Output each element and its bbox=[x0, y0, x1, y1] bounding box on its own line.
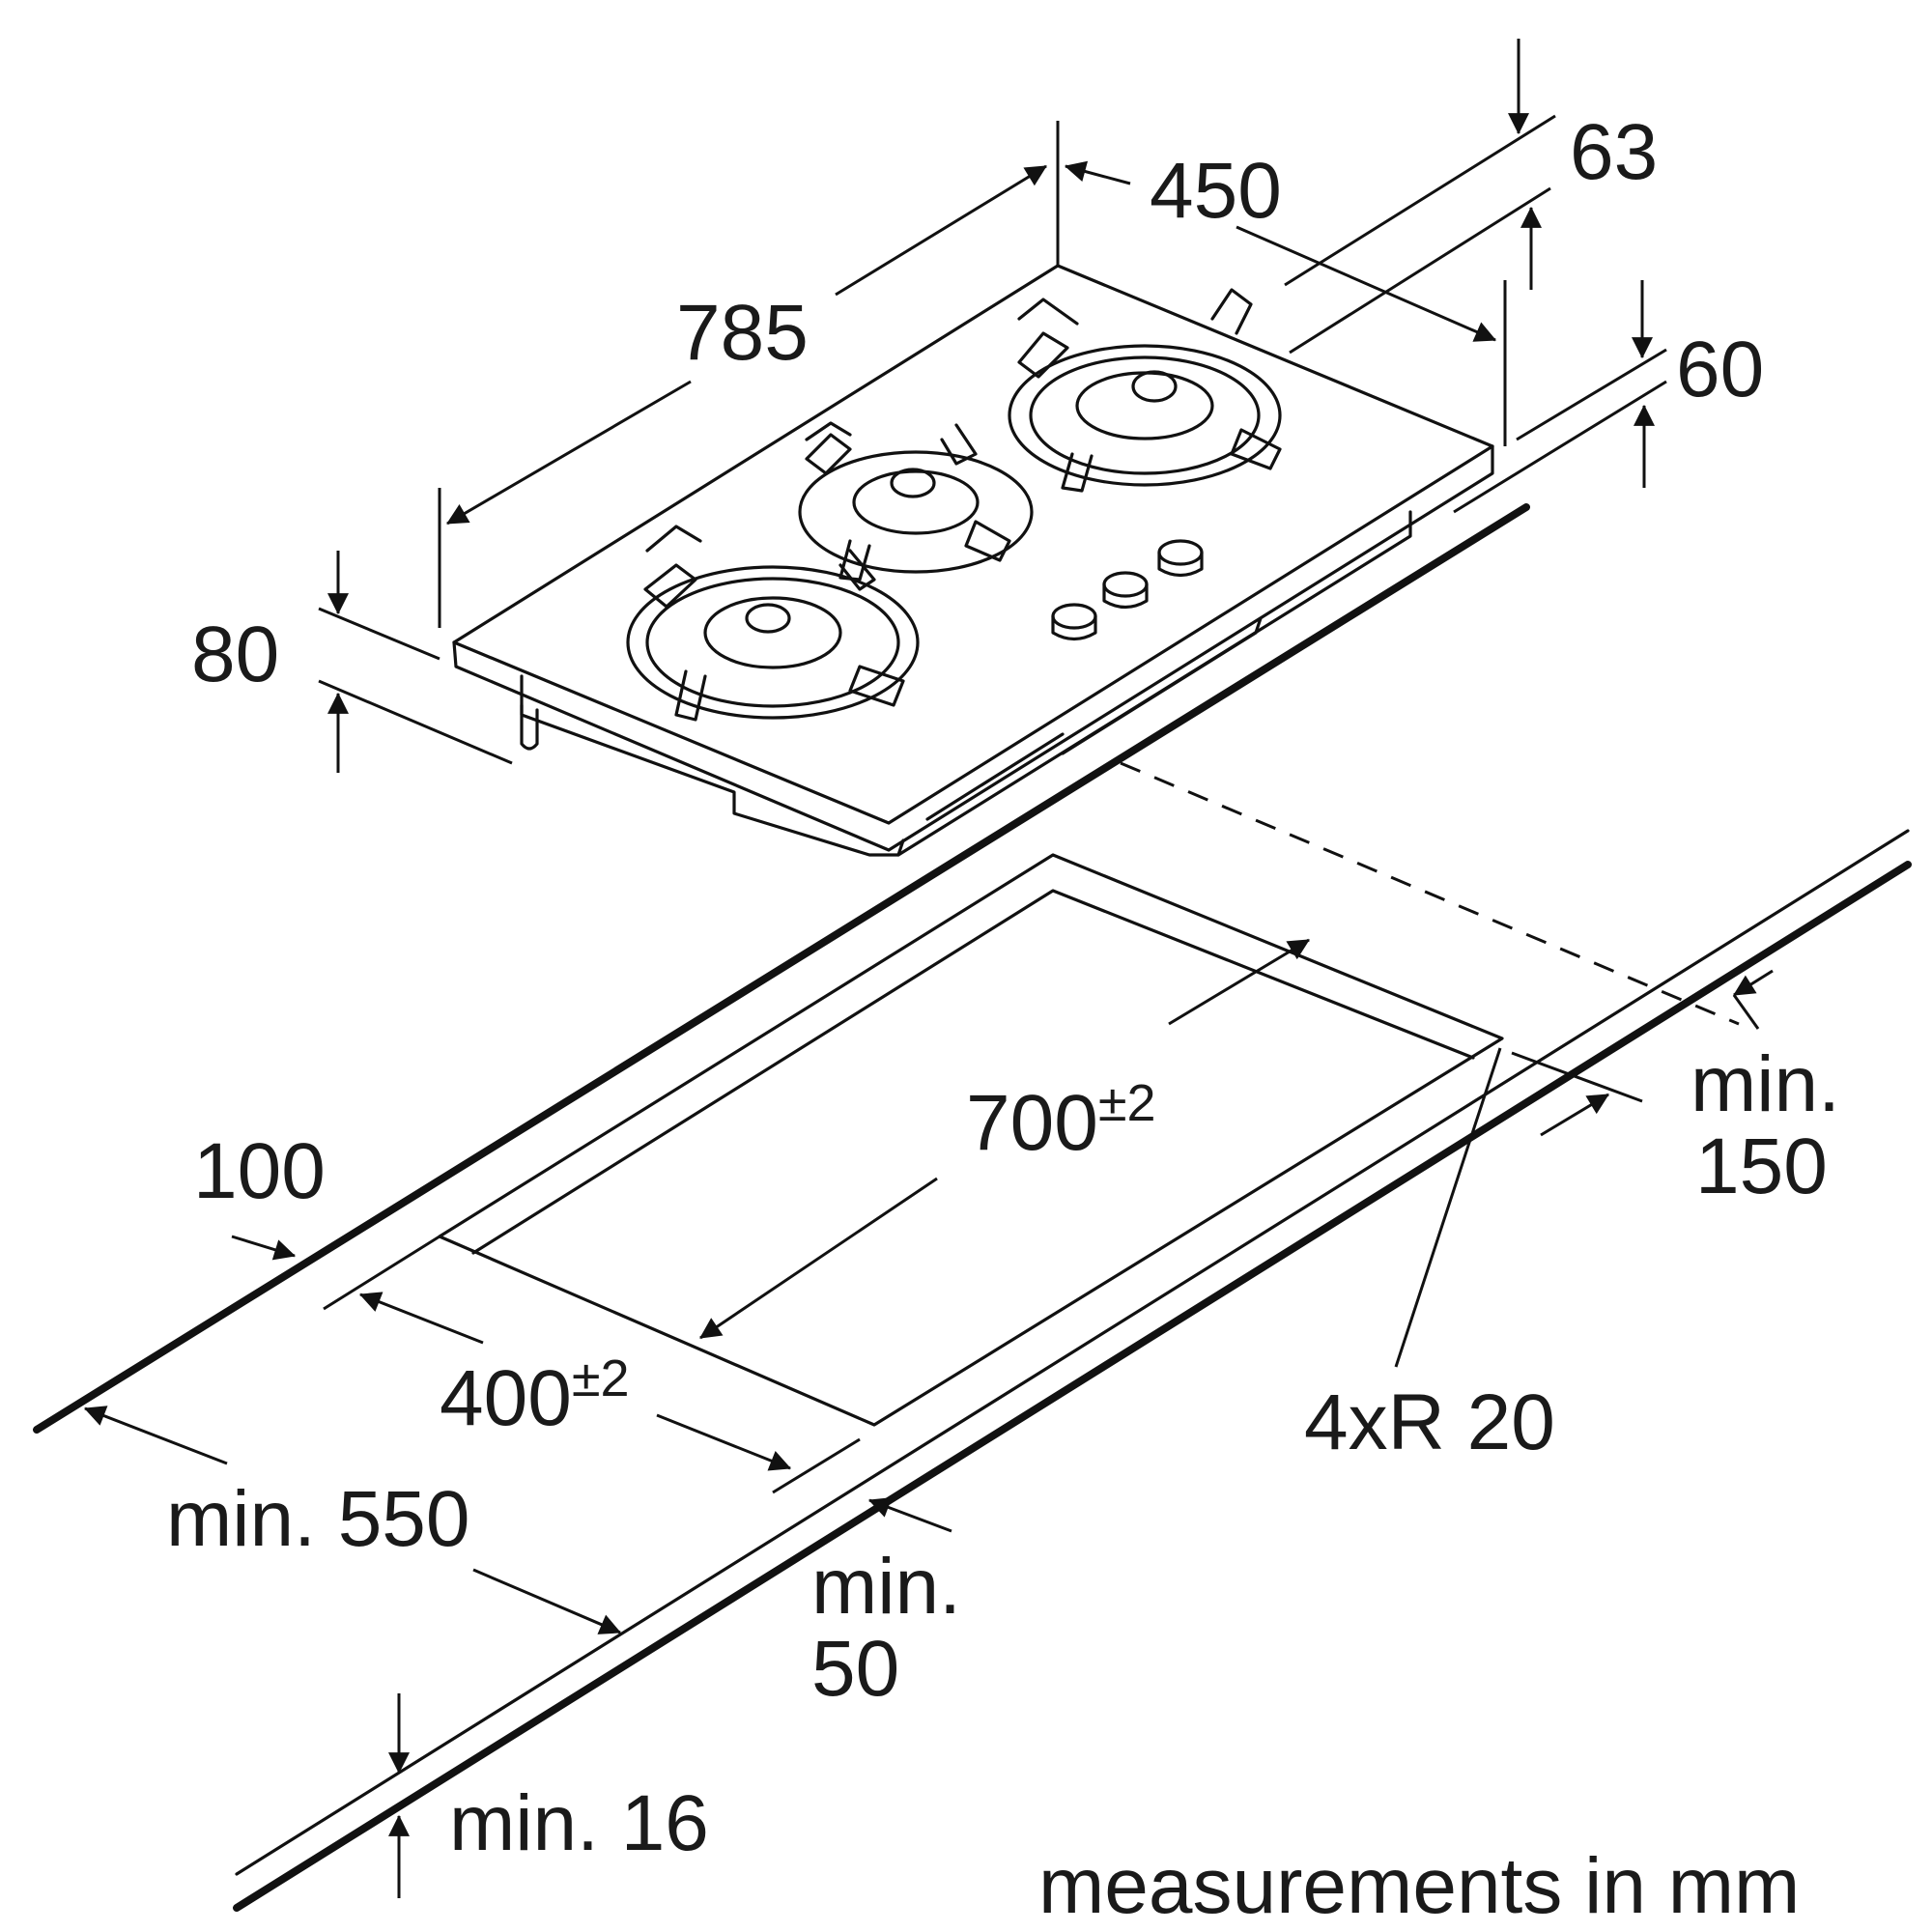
gas-connector bbox=[520, 703, 539, 751]
burner-right bbox=[1008, 288, 1282, 493]
worktop-cutout bbox=[438, 853, 1504, 1427]
dim-depth-60: 60 bbox=[1676, 326, 1764, 413]
hob-illustration bbox=[452, 264, 1494, 857]
worktop bbox=[33, 503, 1912, 1912]
dim-cutout-width-700: 700±2 bbox=[966, 1074, 1156, 1167]
hob-top-outline bbox=[452, 264, 1494, 825]
dim-front-clearance-value: 50 bbox=[811, 1625, 899, 1713]
dim-glass-63: 63 bbox=[1570, 108, 1658, 196]
dim-corner-radius: 4xR 20 bbox=[1304, 1378, 1555, 1466]
dim-side-clearance-label: min. bbox=[1690, 1040, 1840, 1128]
dim-depth-450: 450 bbox=[1150, 147, 1282, 235]
burner-middle bbox=[798, 421, 1034, 582]
dim-back-clearance-100: 100 bbox=[193, 1127, 326, 1215]
dim-cutout-depth-400: 400±2 bbox=[440, 1350, 630, 1442]
dim-wall-distance: min. 550 bbox=[166, 1475, 470, 1563]
dimension-lines bbox=[83, 39, 1774, 1898]
projection-line bbox=[1120, 761, 1740, 1026]
dim-worktop-thickness: min. 16 bbox=[449, 1779, 709, 1867]
burner-left bbox=[626, 525, 920, 722]
units-note: measurements in mm bbox=[1038, 1842, 1800, 1930]
dim-side-clearance-value: 150 bbox=[1695, 1122, 1828, 1210]
dim-width-785: 785 bbox=[676, 289, 809, 377]
dim-front-clearance-label: min. bbox=[811, 1543, 961, 1631]
control-knobs bbox=[1051, 539, 1204, 641]
dim-height-80: 80 bbox=[191, 611, 279, 698]
